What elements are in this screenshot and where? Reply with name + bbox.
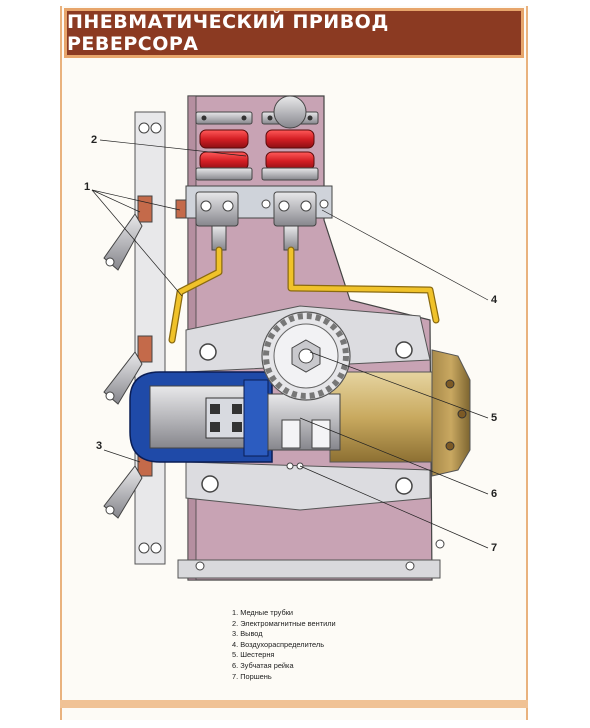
bottom-bar <box>60 700 528 708</box>
legend-item: 4. Воздухораспределитель <box>232 639 325 649</box>
electromagnetic-valves <box>195 95 319 181</box>
piston-housing <box>129 371 273 463</box>
legend-item: 5. Шестерня <box>232 650 275 660</box>
legend-item: 1. Медные трубки <box>232 608 294 617</box>
leader-lines <box>91 139 489 549</box>
callout-3: 3 <box>96 440 103 452</box>
legend-item: 7. Поршень <box>232 671 272 681</box>
callout-6: 6 <box>491 488 498 500</box>
poster-title: ПНЕВМАТИЧЕСКИЙ ПРИВОД РЕВЕРСОРА <box>67 11 389 55</box>
gear <box>261 311 351 401</box>
cylinder-body <box>329 349 471 477</box>
legend-item: 3. Вывод <box>232 629 263 639</box>
legend-item: 6. Зубчатая рейка <box>232 660 294 670</box>
air-distributor <box>185 185 333 251</box>
callout-4: 4 <box>491 294 498 306</box>
callout-5: 5 <box>491 412 498 424</box>
toothed-rack <box>267 393 341 470</box>
legend: 1. Медные трубки 2. Электромагнитные вен… <box>232 608 432 682</box>
callout-1: 1 <box>84 181 91 193</box>
callout-2: 2 <box>91 134 98 146</box>
callout-7: 7 <box>491 542 498 554</box>
copper-pipes <box>168 246 440 344</box>
legend-item: 2. Электромагнитные вентили <box>232 618 336 628</box>
title-banner: ПНЕВМАТИЧЕСКИЙ ПРИВОД РЕВЕРСОРА <box>64 8 524 58</box>
